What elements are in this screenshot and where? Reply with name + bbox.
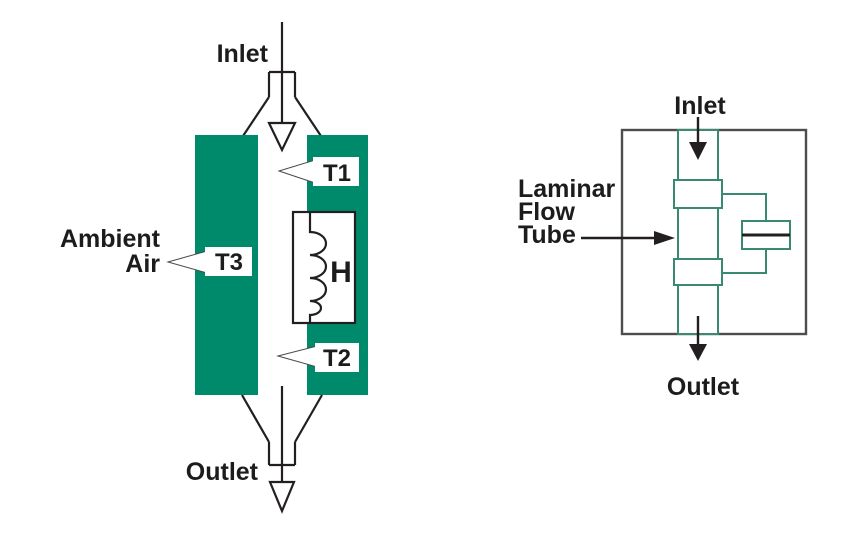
outlet-nozzle — [241, 394, 323, 467]
t2-label: T2 — [323, 345, 351, 372]
heater-coil-icon — [308, 212, 328, 323]
heater-box — [291, 210, 357, 325]
right-outlet-label: Outlet — [667, 373, 740, 401]
t1-callout: T1 — [277, 157, 359, 187]
t1-callout-box — [313, 157, 359, 186]
upper-fitting — [673, 179, 723, 209]
ambient-air-label-line2: Air — [125, 250, 160, 278]
laminar-flow-tube-label-line1: Laminar — [518, 175, 616, 203]
ambient-air-label-line1: Ambient — [60, 225, 161, 253]
left-outlet-label: Outlet — [186, 458, 259, 486]
laminar-flow-tube-body — [677, 129, 719, 335]
laminar-label-arrowhead-icon — [654, 231, 675, 245]
t2-callout-pointer-icon — [276, 345, 318, 368]
laminar-flow-tube-label-line2: Flow — [518, 198, 575, 226]
t3-callout: T3 — [166, 247, 252, 276]
left-inlet-label: Inlet — [217, 40, 269, 68]
heater-label: H — [330, 256, 352, 289]
right-inlet-label: Inlet — [674, 92, 726, 120]
right-diagram-laminar-flow-tube: Inlet Outlet Laminar Flow Tube — [518, 92, 808, 401]
t3-callout-box — [205, 247, 252, 276]
right-outlet-arrowhead-icon — [689, 344, 707, 361]
left-diagram-sensor-tube: H T1 T3 T2 In — [60, 22, 368, 514]
right-inlet-arrowhead-icon — [689, 142, 707, 160]
bypass-connector-lines — [722, 193, 767, 274]
t3-callout-pointer-icon — [166, 250, 208, 274]
t2-callout: T2 — [276, 343, 359, 372]
lower-fitting — [673, 258, 723, 286]
outlet-open-arrowhead-icon — [268, 480, 296, 514]
t1-callout-pointer-icon — [277, 159, 316, 184]
inlet-open-arrowhead-icon — [267, 121, 297, 153]
t1-label: T1 — [323, 160, 351, 187]
t3-label: T3 — [215, 249, 243, 276]
inlet-nozzle — [242, 70, 322, 137]
laminar-flow-tube-label-line3: Tube — [518, 221, 576, 249]
t2-callout-box — [315, 343, 359, 372]
